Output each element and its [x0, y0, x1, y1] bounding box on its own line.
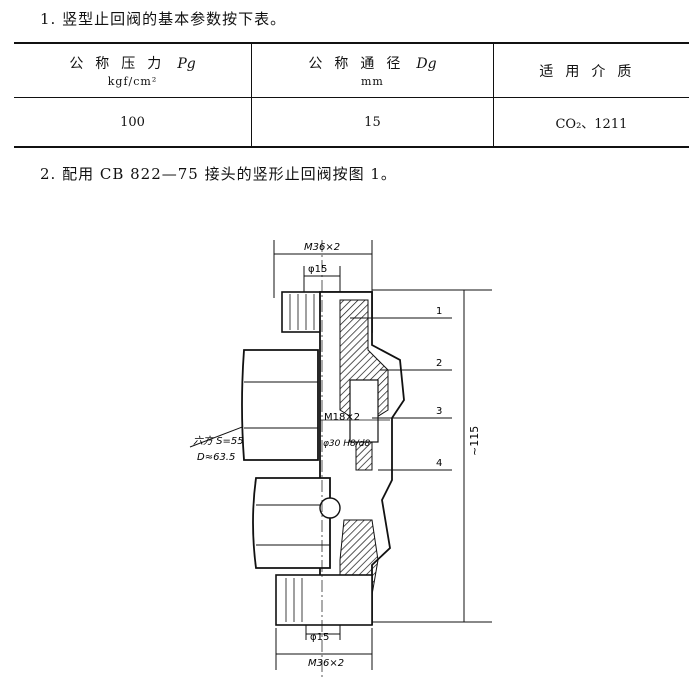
part-number-3: 3 — [436, 406, 442, 417]
lower-hex-nut — [252, 477, 331, 569]
label-hex: 六方 S=55 — [193, 435, 244, 447]
bottom-thread — [275, 574, 373, 626]
cell-pressure: 100 — [120, 114, 145, 130]
upper-hex-nut — [241, 349, 319, 461]
check-ball — [319, 497, 341, 519]
label-bottom-thread: M36×2 — [308, 658, 344, 669]
cell-diameter: 15 — [251, 97, 494, 147]
label-top-thread: M36×2 — [304, 242, 340, 253]
cell-medium: CO₂、1211 — [492, 97, 689, 147]
part-number-4: 4 — [436, 458, 442, 469]
dimension-lines — [189, 240, 492, 670]
item-2-text: 2. 配用 CB 822—75 接头的竖形止回阀按图 1。 — [40, 165, 397, 183]
header-medium: 适用介质 — [492, 43, 689, 98]
label-inner-thread: M18×2 — [324, 412, 360, 423]
item-1-text: 1. 竖型止回阀的基本参数按下表。 — [40, 10, 287, 28]
part-number-1: 1 — [436, 306, 442, 317]
label-top-bore: φ15 — [308, 264, 327, 275]
label-length: ~115 — [468, 426, 481, 456]
part-number-2: 2 — [436, 358, 442, 369]
label-bottom-bore: φ15 — [310, 632, 329, 643]
label-seat-fit: φ30 H8/d8 — [323, 439, 370, 449]
label-hex-diag: D≈63.5 — [197, 452, 235, 463]
table-row: 100 15 CO₂、1211 — [14, 97, 689, 147]
